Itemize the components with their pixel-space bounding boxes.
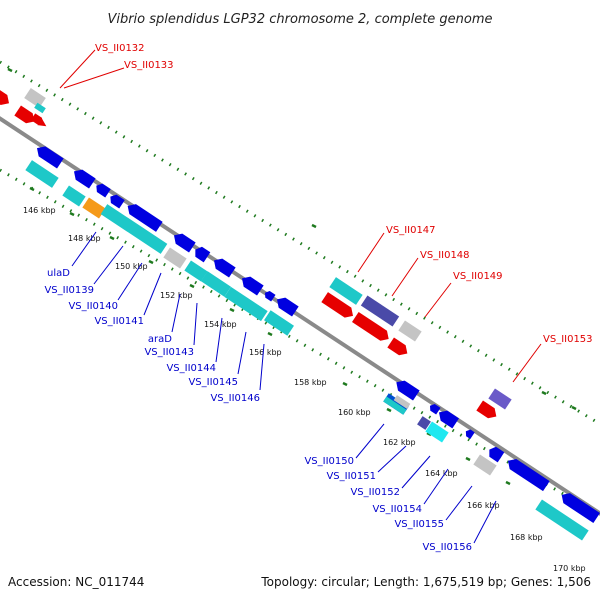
gene-reverse-blue-1[interactable] (34, 143, 64, 169)
label-VS_II0153: VS_II0153 (543, 334, 593, 345)
gene-forward-red-d[interactable] (476, 400, 499, 421)
scale-labels: 146 kbp 148 kbp 150 kbp 152 kbp 154 kbp … (23, 206, 586, 573)
gene-reverse-blue-12[interactable] (393, 377, 420, 401)
forward-callouts: VS_II0132 VS_II0133 VS_II0147 VS_II0148 … (59, 43, 593, 383)
gene-reverse-cyan-1[interactable] (25, 160, 59, 188)
gene-reverse-cyan-2[interactable] (62, 185, 86, 207)
tick-label: 164 kbp (425, 469, 458, 478)
gene-VS_II0131[interactable] (0, 87, 12, 108)
gene-reverse-blue-4[interactable] (108, 192, 125, 209)
gene-reverse-blue-15[interactable] (464, 428, 475, 439)
gene-reverse-blue-7[interactable] (192, 245, 211, 263)
label-VS_II0152: VS_II0152 (350, 487, 400, 498)
gene-reverse-blue-14[interactable] (436, 407, 459, 429)
tick-label: 170 kbp (553, 564, 586, 573)
tick-label: 150 kbp (115, 262, 148, 271)
gene-reverse-orange[interactable] (82, 197, 106, 219)
label-VS_II0155: VS_II0155 (394, 519, 444, 530)
gene-VS_II0145[interactable] (224, 286, 268, 322)
gene-reverse-blue-16[interactable] (486, 445, 505, 463)
tick-label: 168 kbp (510, 533, 543, 542)
accession-text: Accession: NC_011744 (8, 575, 144, 589)
gene-VS_II0152[interactable] (417, 416, 431, 430)
gene-VS_II0132[interactable] (24, 88, 46, 108)
gene-forward-red-b[interactable] (352, 311, 392, 344)
gene-reverse-blue-11[interactable] (274, 294, 299, 317)
label-VS_II0143: VS_II0143 (144, 347, 194, 358)
label-VS_II0144: VS_II0144 (166, 363, 216, 374)
label-VS_II0140: VS_II0140 (68, 301, 118, 312)
major-tick-marks (7, 67, 577, 510)
label-VS_II0139: VS_II0139 (44, 285, 94, 296)
gene-VS_II0144[interactable] (201, 271, 231, 297)
gene-VS_II0149[interactable] (398, 320, 422, 342)
genome-backbone (0, 116, 600, 516)
gene-reverse-blue-8[interactable] (211, 255, 236, 278)
label-VS_II0141: VS_II0141 (94, 316, 144, 327)
tick-label: 146 kbp (23, 206, 56, 215)
reverse-strand-genes (25, 143, 600, 541)
tick-label: 166 kbp (467, 501, 500, 510)
label-VS_II0154: VS_II0154 (372, 504, 422, 515)
gene-reverse-grey-2[interactable] (393, 395, 411, 409)
label-VS_II0149: VS_II0149 (453, 271, 503, 282)
gene-VS_II0154[interactable] (425, 421, 449, 443)
label-VS_II0151: VS_II0151 (326, 471, 376, 482)
gene-VS_II0143[interactable] (184, 260, 208, 282)
label-VS_II0133: VS_II0133 (124, 60, 174, 71)
gene-VS_II0147[interactable] (329, 277, 363, 305)
label-VS_II0146: VS_II0146 (210, 393, 260, 404)
gene-forward-red-a[interactable] (321, 292, 356, 321)
gene-VS_II0134[interactable] (14, 105, 37, 126)
tick-label: 152 kbp (160, 291, 193, 300)
label-VS_II0132: VS_II0132 (95, 43, 145, 54)
gene-reverse-blue-3[interactable] (94, 181, 111, 198)
gene-reverse-blue-6[interactable] (171, 230, 196, 253)
gene-reverse-blue-2[interactable] (71, 166, 96, 189)
gene-VS_II0153[interactable] (488, 388, 512, 410)
gene-VS_II0155[interactable] (473, 454, 497, 476)
label-ulaD: ulaD (47, 268, 70, 279)
gene-VS_II0133[interactable] (34, 102, 46, 114)
gene-forward-red-c[interactable] (387, 337, 410, 358)
gene-reverse-blue-17[interactable] (505, 456, 550, 492)
gene-reverse-blue-13[interactable] (428, 402, 441, 415)
reverse-callouts: ulaD VS_II0139 VS_II0140 VS_II0141 araD … (44, 231, 497, 553)
gene-reverse-grey-1[interactable] (163, 247, 187, 269)
label-VS_II0156: VS_II0156 (422, 542, 472, 553)
tick-label: 154 kbp (204, 320, 237, 329)
gene-VS_II0156[interactable] (535, 499, 589, 541)
label-VS_II0145: VS_II0145 (188, 377, 238, 388)
label-VS_II0150: VS_II0150 (304, 456, 354, 467)
gene-reverse-blue-18[interactable] (558, 490, 600, 524)
label-VS_II0148: VS_II0148 (420, 250, 470, 261)
forward-strand-genes (0, 87, 512, 421)
gene-VS_II0136[interactable] (37, 118, 48, 129)
gene-reverse-blue-10[interactable] (263, 289, 276, 302)
gene-VS_II0148[interactable] (360, 295, 400, 327)
gene-reverse-blue-5[interactable] (124, 201, 163, 232)
map-title: Vibrio splendidus LGP32 chromosome 2, co… (107, 12, 492, 27)
gene-VS_II0150[interactable] (383, 393, 409, 415)
tick-label: 156 kbp (249, 348, 282, 357)
gene-VS_II0146[interactable] (264, 310, 294, 336)
tick-label: 158 kbp (294, 378, 327, 387)
tick-label: 148 kbp (68, 234, 101, 243)
gene-reverse-blue-9[interactable] (239, 273, 264, 296)
gene-VS_II0139[interactable] (100, 204, 168, 254)
tick-label: 162 kbp (383, 438, 416, 447)
genome-summary-text: Topology: circular; Length: 1,675,519 bp… (260, 575, 591, 589)
label-VS_II0147: VS_II0147 (386, 225, 436, 236)
tick-label: 160 kbp (338, 408, 371, 417)
label-araD: araD (148, 334, 172, 345)
